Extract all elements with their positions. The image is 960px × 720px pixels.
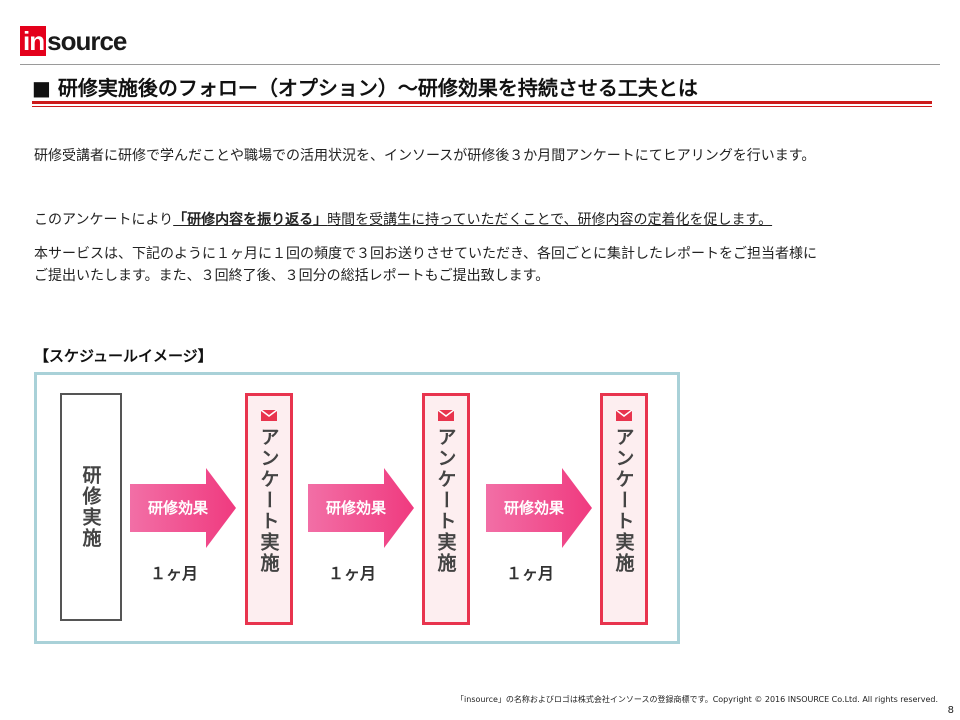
title-underline-thin — [32, 106, 932, 107]
header-divider — [20, 64, 940, 65]
training-label: 研修実施 — [79, 465, 102, 549]
purpose-bold: 「研修内容を振り返る」 — [173, 212, 328, 228]
copyright-footer: 「insource」の名称およびロゴは株式会社インソースの登録商標です。Copy… — [456, 695, 938, 704]
survey-label-2: アンケート実施 — [434, 427, 457, 574]
arrow-1-label: 研修効果 — [147, 499, 208, 517]
paragraph-service-2: ご提出いたします。また、３回終了後、３回分の総括レポートもご提出致します。 — [34, 268, 550, 284]
logo-source: source — [47, 25, 127, 56]
paragraph-purpose: このアンケートにより「研修内容を振り返る」時間を受講生に持っていただくことで、研… — [34, 209, 772, 231]
insource-logo: in source — [20, 25, 127, 56]
survey-label-3: アンケート実施 — [612, 427, 635, 574]
arrow-2-label: 研修効果 — [325, 499, 386, 517]
schedule-heading: 【スケジュールイメージ】 — [34, 347, 213, 365]
survey-box-3: アンケート実施 — [600, 393, 648, 625]
arrow-2 — [308, 468, 414, 548]
logo-in: in — [20, 26, 47, 56]
arrow-3-label: 研修効果 — [503, 499, 564, 517]
survey-box-1: アンケート実施 — [245, 393, 293, 625]
arrow-3 — [486, 468, 592, 548]
mail-icon — [616, 410, 632, 421]
mail-icon — [438, 410, 454, 421]
interval-3: １ヶ月 — [506, 564, 555, 583]
interval-1: １ヶ月 — [150, 564, 199, 583]
paragraph-service-1: 本サービスは、下記のように１ヶ月に１回の頻度で３回お送りさせていただき、各回ごと… — [34, 246, 818, 262]
purpose-pre: このアンケートにより — [34, 212, 174, 228]
title-underline — [32, 101, 932, 104]
slide-title: ■ 研修実施後のフォロー（オプション）～研修効果を持続させる工夫とは — [32, 76, 698, 100]
mail-icon — [261, 410, 277, 421]
purpose-rest: 時間を受講生に持っていただくことで、研修内容の定着化を促します。 — [327, 212, 773, 228]
survey-label-1: アンケート実施 — [257, 427, 280, 574]
arrow-1 — [130, 468, 236, 548]
training-box: 研修実施 — [60, 393, 122, 621]
survey-box-2: アンケート実施 — [422, 393, 470, 625]
paragraph-intro: 研修受講者に研修で学んだことや職場での活用状況を、インソースが研修後３か月間アン… — [34, 148, 816, 164]
page-number: 8 — [947, 705, 954, 716]
interval-2: １ヶ月 — [328, 564, 377, 583]
